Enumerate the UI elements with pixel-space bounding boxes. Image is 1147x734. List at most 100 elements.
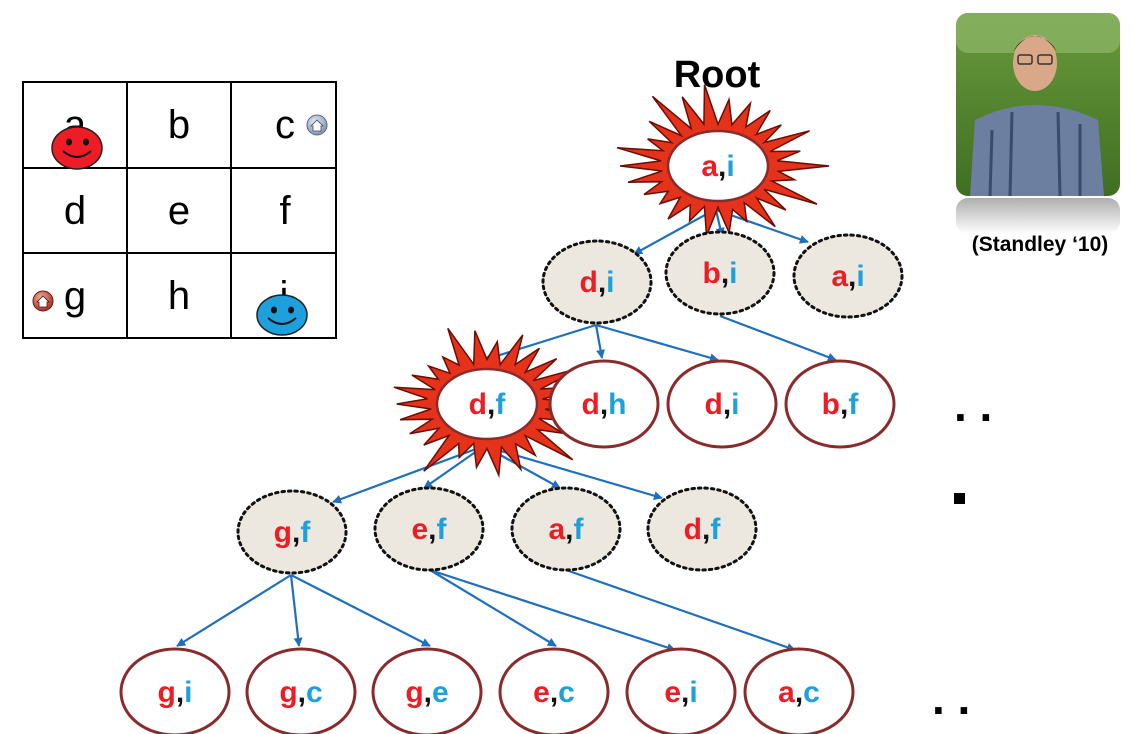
tree-edge [289,574,303,647]
node-label: b,i [702,257,737,290]
node-label-comma: , [723,388,731,421]
node-label-agent-b: f [710,513,721,546]
node-label-comma: , [176,676,184,709]
node-label: d,i [579,266,614,299]
node-label-comma: , [598,266,606,299]
credit-text: (Standley ‘10) [972,233,1109,256]
grid-cell-b: b [168,103,190,147]
node-label-agent-a: a [831,260,848,293]
node-ellipse [666,129,770,203]
tree-edge [719,314,837,362]
ellipsis-dot [954,493,965,504]
node-label-comma: , [840,388,848,421]
node-label-agent-a: d [579,266,597,299]
grid-cell-e: e [168,189,190,233]
node-label-agent-b: h [608,388,626,421]
node-ellipse [371,647,483,734]
tree-node-d-f: d,f [646,486,758,572]
grid-cell-h: h [168,274,190,318]
tree-edge [423,445,485,489]
grid-cell-c: c [275,103,295,147]
node-label-comma: , [681,676,689,709]
node-label-agent-b: i [606,266,614,299]
root-label: Root [674,54,761,96]
tree-node-b-f: b,f [784,359,896,449]
node-label: e,i [664,676,697,709]
node-label-agent-b: f [848,388,859,421]
tree-node-a-c: a,c [743,647,855,734]
tree-node-b-i: b,i [664,230,776,316]
tree-node-a-i: a,i [792,233,904,319]
home-icon [32,290,54,312]
node-label-agent-b: f [574,513,585,546]
node-ellipse [625,647,737,734]
node-label-agent-b: f [495,388,506,421]
tree-node-g-f: g,f [236,489,348,575]
tree-edge [594,324,605,359]
node-label-agent-a: a [701,150,718,183]
node-label: g,e [405,676,448,709]
tree-node-g-e: g,e [371,647,483,734]
grid-cell-f: f [279,189,291,233]
node-label-agent-b: i [689,676,697,709]
node-label-agent-a: g [279,676,297,709]
node-label: d,i [704,388,739,421]
node-ellipse [666,359,778,449]
node-ellipse [792,233,904,319]
node-label-comma: , [795,676,803,709]
node-label-agent-a: d [704,388,722,421]
tree-node-g-c: g,c [245,647,357,734]
red-smiley-icon [51,126,103,170]
node-ellipse [548,359,660,449]
node-label-comma: , [848,260,856,293]
ellipsis-dots: . . [932,672,970,724]
node-label-agent-b: i [729,257,737,290]
node-label-comma: , [424,676,432,709]
blue-smiley-icon [256,294,308,336]
tree-edge [176,574,292,647]
tree-node-d-h: d,h [548,359,660,449]
node-label-agent-b: i [184,676,192,709]
node-ellipse [245,647,357,734]
tree-edge [429,568,676,652]
node-ellipse [373,486,485,572]
node-label: g,i [157,676,192,709]
tree-node-e-i: e,i [625,647,737,734]
node-label-agent-a: b [822,388,840,421]
node-label-agent-a: e [411,513,428,546]
node-label-comma: , [718,150,726,183]
node-label-agent-a: d [469,388,487,421]
grid-cell-g: g [64,274,86,318]
node-label: d,h [582,388,627,421]
node-label-agent-a: d [582,388,600,421]
node-label-agent-a: g [405,676,423,709]
node-label-agent-a: e [664,676,681,709]
node-label: e,c [533,676,575,709]
node-label-agent-a: b [702,257,720,290]
tree-node-e-f: e,f [373,486,485,572]
node-label-comma: , [721,257,729,290]
tree-edge [633,209,715,255]
tree-edge [483,323,597,362]
node-label-comma: , [292,516,300,549]
node-label-agent-a: e [533,676,550,709]
node-label-comma: , [702,513,710,546]
person-photo [956,13,1120,234]
node-label: a,i [831,260,864,293]
node-label: d,f [469,388,507,421]
grid-cell-d: d [64,189,86,233]
node-label: a,f [548,513,584,546]
node-label-agent-b: c [558,676,575,709]
node-label-agent-b: i [726,150,734,183]
node-ellipse [510,486,622,572]
node-label-comma: , [565,513,573,546]
tree-edge [714,209,725,237]
node-ellipse [646,486,758,572]
node-label-agent-a: a [548,513,565,546]
node-label-agent-a: g [157,676,175,709]
tree-node-a-i: a,i [616,84,830,236]
node-ellipse [664,230,776,316]
node-label-comma: , [600,388,608,421]
node-ellipse [541,239,653,325]
tree-node-d-i: d,i [541,239,653,325]
